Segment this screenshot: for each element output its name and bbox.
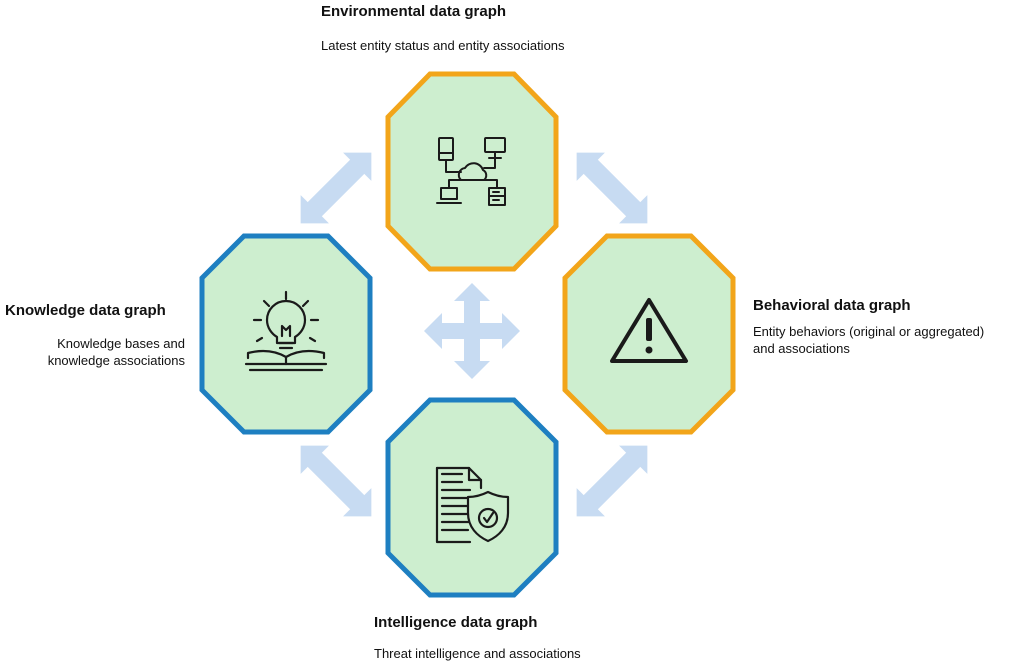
- behavioral-description: Entity behaviors (original or aggregated…: [753, 323, 1023, 357]
- intelligence-description: Threat intelligence and associations: [374, 646, 581, 661]
- knowledge-description-line1: Knowledge bases and: [57, 336, 185, 351]
- arrow-bottom-right: [576, 445, 648, 517]
- behavioral-description-line2: and associations: [753, 341, 850, 356]
- center-four-way-arrow: [424, 283, 520, 379]
- arrow-bottom-left: [300, 445, 372, 517]
- warning-icon: [610, 298, 688, 363]
- knowledge-description-line2: knowledge associations: [47, 353, 185, 368]
- environmental-title: Environmental data graph: [321, 3, 507, 20]
- environmental-description: Latest entity status and entity associat…: [321, 38, 565, 53]
- knowledge-title: Knowledge data graph: [5, 302, 166, 319]
- document-shield-icon: [435, 466, 510, 544]
- hexagon-knowledge: [199, 233, 373, 435]
- knowledge-description: Knowledge bases and knowledge associatio…: [0, 335, 185, 369]
- behavioral-title: Behavioral data graph: [753, 297, 911, 314]
- behavioral-description-line1: Entity behaviors (original or aggregated…: [753, 324, 985, 339]
- arrow-top-right: [576, 152, 648, 224]
- hexagon-environmental: [385, 71, 559, 272]
- intelligence-title: Intelligence data graph: [374, 614, 538, 631]
- network-cloud-icon: [436, 137, 506, 206]
- arrow-top-left: [300, 152, 372, 224]
- lightbulb-book-icon: [244, 290, 328, 372]
